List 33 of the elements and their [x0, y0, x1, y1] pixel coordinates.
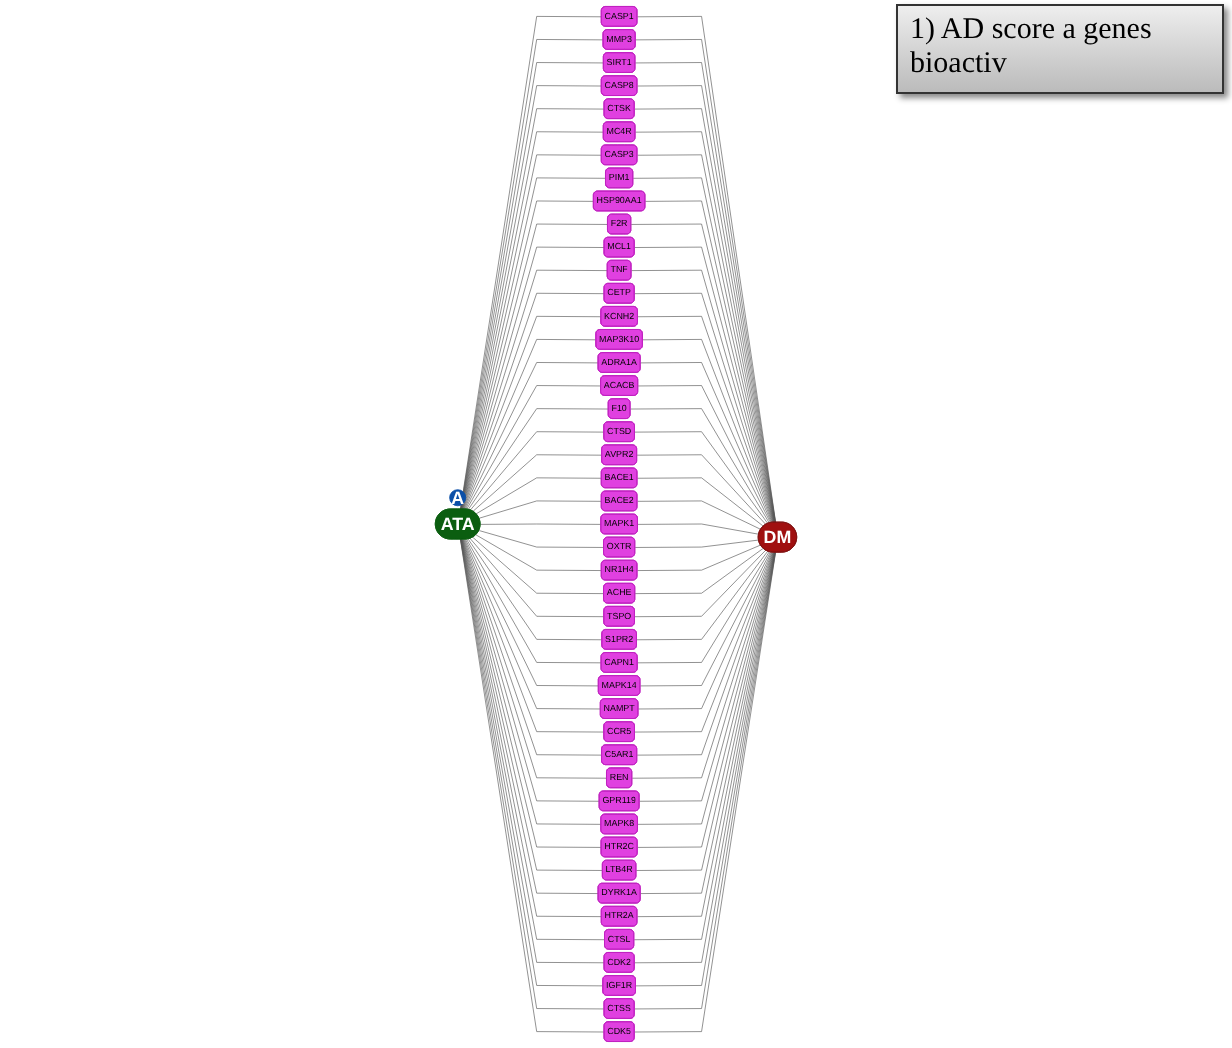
connector [634, 549, 766, 618]
connector [637, 385, 771, 524]
connector [480, 523, 602, 525]
connector [466, 385, 602, 510]
connector [630, 408, 770, 524]
connector [638, 552, 772, 710]
connector [478, 530, 605, 548]
connector [465, 362, 599, 510]
connector [636, 454, 767, 525]
node-circle: A [449, 489, 467, 507]
connector [634, 548, 764, 594]
connector [637, 477, 764, 527]
connector [634, 539, 760, 548]
connector [469, 431, 605, 511]
connector [467, 408, 609, 510]
connector [640, 551, 771, 687]
connector [472, 454, 603, 512]
connector [637, 523, 760, 535]
connector [475, 477, 602, 515]
connector [634, 431, 769, 525]
connector [472, 537, 605, 594]
connector [636, 550, 768, 641]
note-box: 1) AD score a genes bioactiv [896, 4, 1224, 93]
connector [637, 551, 770, 664]
connector [469, 538, 605, 618]
connector [467, 538, 603, 641]
connector [637, 500, 762, 530]
connector [464, 339, 597, 510]
connector [475, 534, 602, 571]
connector [637, 544, 761, 571]
connector [465, 539, 600, 687]
connector [478, 500, 602, 519]
connector [466, 539, 602, 664]
